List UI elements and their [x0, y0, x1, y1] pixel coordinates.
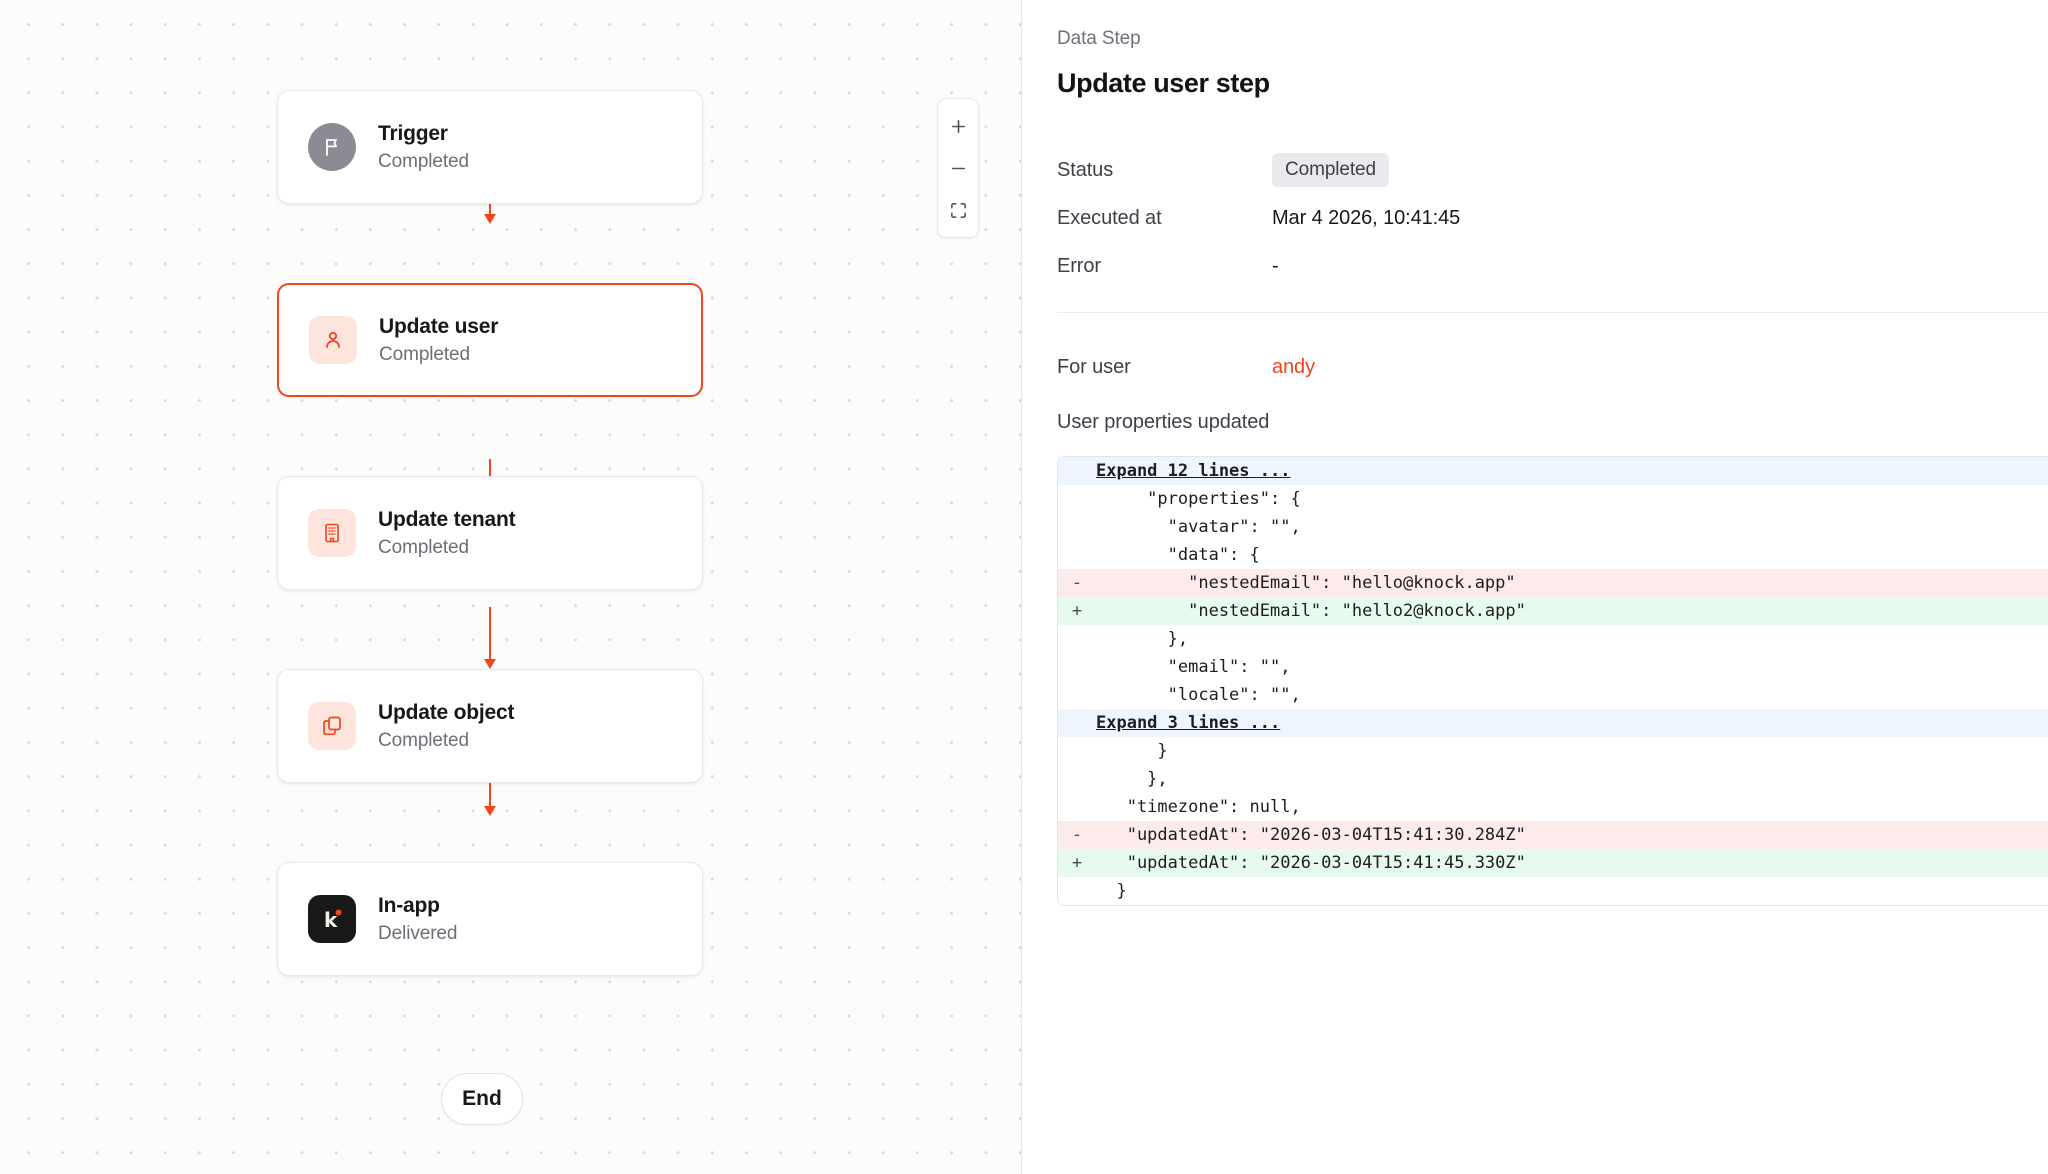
- node-text: Trigger Completed: [378, 122, 469, 173]
- node-status: Delivered: [378, 922, 458, 944]
- node-text: Update user Completed: [379, 315, 498, 366]
- diff-line-text: "data": {: [1096, 545, 1260, 565]
- diff-line-text: "email": "",: [1096, 657, 1291, 677]
- diff-line: - "nestedEmail": "hello@knock.app": [1058, 569, 2048, 597]
- meta-row-status: Status Completed: [1057, 146, 2048, 194]
- user-properties-diff[interactable]: Expand 12 lines ... "properties": { "ava…: [1057, 456, 2048, 906]
- panel-eyebrow: Data Step: [1057, 28, 1141, 49]
- diff-expand-row[interactable]: Expand 3 lines ...: [1058, 709, 2048, 737]
- page-title: Update user step: [1057, 68, 1270, 98]
- diff-line-text: "avatar": "",: [1096, 517, 1301, 537]
- executed-at-label: Executed at: [1057, 206, 1162, 229]
- diff-gutter: -: [1071, 573, 1083, 593]
- node-title: In-app: [378, 893, 440, 917]
- svg-text:k: k: [324, 908, 338, 932]
- diff-line: }: [1058, 877, 2048, 905]
- for-user-link[interactable]: andy: [1272, 355, 1315, 378]
- error-label: Error: [1057, 254, 1101, 277]
- workflow-node-trigger[interactable]: Trigger Completed: [277, 90, 703, 204]
- fit-view-icon[interactable]: [938, 189, 978, 231]
- node-text: In-app Delivered: [378, 894, 457, 945]
- diff-gutter: -: [1071, 825, 1083, 845]
- diff-line-text: }: [1096, 741, 1168, 761]
- diff-line: "data": {: [1058, 541, 2048, 569]
- panel-divider: [1021, 0, 1022, 1174]
- diff-expand-label[interactable]: Expand 3 lines ...: [1096, 713, 1281, 733]
- workflow-node-update-user[interactable]: Update user Completed: [277, 283, 703, 397]
- diff-line: "email": "",: [1058, 653, 2048, 681]
- diff-line: }: [1058, 737, 2048, 765]
- diff-line-text: "updatedAt": "2026-03-04T15:41:45.330Z": [1096, 853, 1526, 873]
- node-title: Update object: [378, 700, 515, 724]
- diff-line: + "updatedAt": "2026-03-04T15:41:45.330Z…: [1058, 849, 2048, 877]
- diff-line: "properties": {: [1058, 485, 2048, 513]
- building-icon: [308, 509, 356, 557]
- node-status: Completed: [378, 729, 469, 751]
- executed-at-value: Mar 4 2026, 10:41:45: [1272, 206, 1461, 229]
- section-divider: [1057, 312, 2048, 313]
- diff-line-text: },: [1096, 629, 1189, 649]
- zoom-out-button[interactable]: [938, 147, 978, 189]
- end-node-label: End: [462, 1087, 502, 1110]
- diff-gutter: +: [1071, 601, 1083, 621]
- meta-row-error: Error -: [1057, 242, 2048, 290]
- zoom-controls: [937, 98, 979, 238]
- node-title: Trigger: [378, 121, 448, 145]
- diff-expand-label[interactable]: Expand 12 lines ...: [1096, 461, 1291, 481]
- workflow-node-update-object[interactable]: Update object Completed: [277, 669, 703, 783]
- flag-icon: [308, 123, 356, 171]
- diff-line: "timezone": null,: [1058, 793, 2048, 821]
- status-badge: Completed: [1272, 153, 1389, 187]
- diff-line: "locale": "",: [1058, 681, 2048, 709]
- step-detail-panel: Data Step Update user step Status Comple…: [1022, 0, 2048, 1174]
- node-status: Completed: [378, 150, 469, 172]
- edge-object-to-inapp: [484, 607, 496, 669]
- step-meta-table: Status Completed Executed at Mar 4 2026,…: [1057, 146, 2048, 290]
- knock-logo-icon: k: [308, 895, 356, 943]
- user-icon: [309, 316, 357, 364]
- diff-gutter: +: [1071, 853, 1083, 873]
- workflow-node-end[interactable]: End: [441, 1073, 523, 1125]
- copy-icon: [308, 702, 356, 750]
- diff-line: - "updatedAt": "2026-03-04T15:41:30.284Z…: [1058, 821, 2048, 849]
- diff-line-text: "properties": {: [1096, 489, 1301, 509]
- diff-line-text: "nestedEmail": "hello2@knock.app": [1096, 601, 1526, 621]
- node-title: Update tenant: [378, 507, 516, 531]
- diff-line-text: "locale": "",: [1096, 685, 1301, 705]
- status-label: Status: [1057, 158, 1114, 181]
- node-text: Update object Completed: [378, 701, 514, 752]
- diff-line-text: "nestedEmail": "hello@knock.app": [1096, 573, 1516, 593]
- diff-line-text: },: [1096, 769, 1168, 789]
- meta-row-for-user: For user andy: [1057, 343, 2048, 391]
- node-text: Update tenant Completed: [378, 507, 516, 559]
- diff-line-text: "updatedAt": "2026-03-04T15:41:30.284Z": [1096, 825, 1526, 845]
- diff-line-text: }: [1096, 881, 1127, 901]
- diff-line: + "nestedEmail": "hello2@knock.app": [1058, 597, 2048, 625]
- workflow-node-in-app[interactable]: k In-app Delivered: [277, 862, 703, 976]
- workflow-node-update-tenant[interactable]: Update tenant Completed: [277, 476, 703, 590]
- node-status: Completed: [379, 343, 470, 365]
- zoom-in-button[interactable]: [938, 105, 978, 147]
- for-user-label: For user: [1057, 355, 1131, 378]
- node-title: Update user: [379, 314, 499, 338]
- node-status: Completed: [378, 536, 469, 558]
- diff-line: },: [1058, 625, 2048, 653]
- diff-expand-row[interactable]: Expand 12 lines ...: [1058, 457, 2048, 485]
- diff-line: },: [1058, 765, 2048, 793]
- diff-line-text: "timezone": null,: [1096, 797, 1301, 817]
- meta-row-executed-at: Executed at Mar 4 2026, 10:41:45: [1057, 194, 2048, 242]
- diff-line: "avatar": "",: [1058, 513, 2048, 541]
- error-value: -: [1272, 254, 1279, 277]
- user-properties-updated-label: User properties updated: [1057, 411, 1270, 433]
- workflow-canvas[interactable]: Trigger Completed Update user Completed: [0, 0, 1022, 1174]
